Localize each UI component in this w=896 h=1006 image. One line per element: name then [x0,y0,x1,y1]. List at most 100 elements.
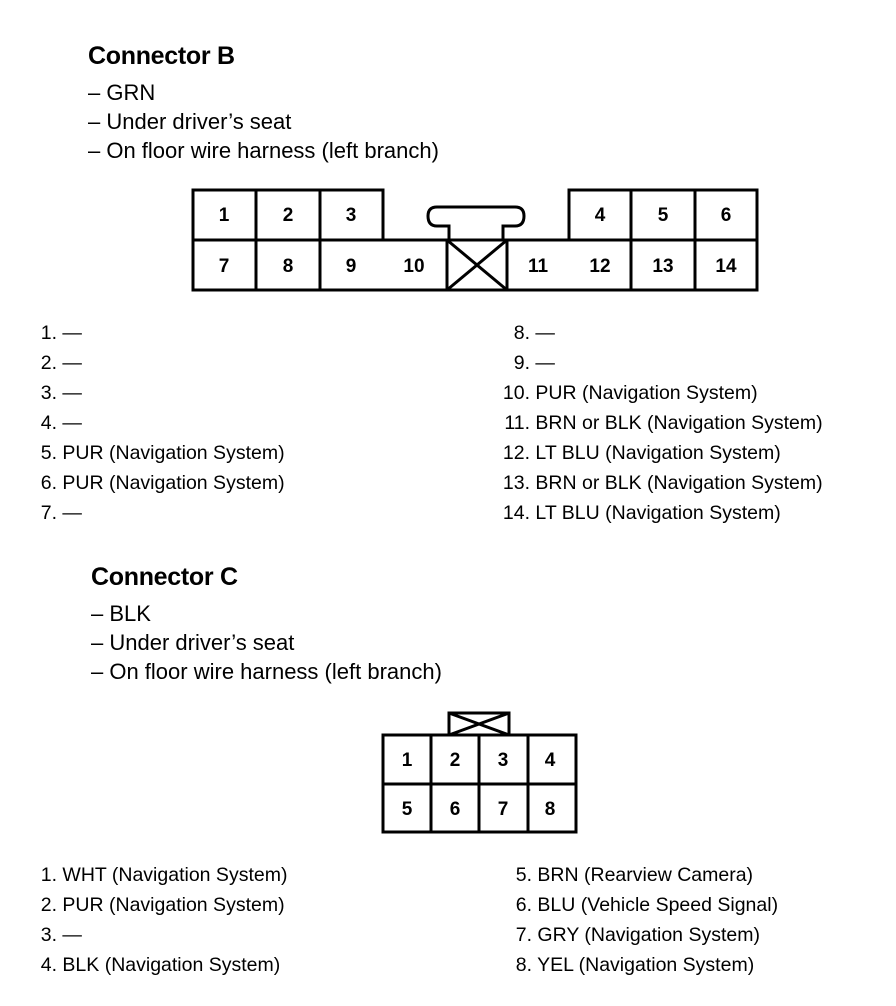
pin-number: 2. [40,894,57,916]
connector-b-cell-numbers: 1 2 3 4 5 6 7 8 9 10 11 12 13 14 [219,205,737,277]
connector-c-cell: 7 [498,799,509,820]
connector-b-cell: 12 [589,256,610,277]
pin-entry: 8. — [496,322,555,345]
pin-number: 2. [40,352,57,374]
pin-number: 12. [502,442,530,464]
connector-c-cell: 3 [498,750,509,771]
pin-entry: 7. GRY (Navigation System) [508,924,760,947]
pin-entry: 13. BRN or BLK (Navigation System) [496,472,823,495]
pin-description: WHT (Navigation System) [62,864,288,886]
connector-c-cell: 6 [450,799,461,820]
pin-description: LT BLU (Navigation System) [535,442,781,464]
connector-c-cell-numbers: 1 2 3 4 5 6 7 8 [402,750,556,820]
pin-entry: 8. YEL (Navigation System) [508,954,754,977]
pin-description: PUR (Navigation System) [62,472,285,494]
pin-description: BRN or BLK (Navigation System) [535,412,823,434]
connector-b-location: – Under driver’s seat [88,109,292,134]
pin-description: PUR (Navigation System) [535,382,758,404]
connector-b-cell: 13 [652,256,673,277]
connector-b-cell: 4 [595,205,606,226]
connector-c-cell: 8 [545,799,556,820]
pin-entry: 5. BRN (Rearview Camera) [508,864,753,887]
connector-b-cell: 5 [658,205,669,226]
pin-number: 7. [40,502,57,524]
connector-b-title: Connector B [88,42,235,70]
pin-description: — [62,382,82,404]
connector-c-color: – BLK [91,601,151,626]
connector-c-location: – Under driver’s seat [91,630,295,655]
connector-c-cell: 1 [402,750,413,771]
connector-b-cell: 2 [283,205,294,226]
pin-description: — [62,322,82,344]
pin-number: 5. [40,442,57,464]
pin-number: 1. [40,864,57,886]
pin-number: 11. [504,412,530,434]
connector-b-cell: 9 [346,256,357,277]
pin-number: 3. [40,924,57,946]
pin-entry: 10. PUR (Navigation System) [496,382,758,405]
pin-number: 13. [502,472,530,494]
pin-number: 6. [515,894,532,916]
pin-description: — [535,322,555,344]
pin-description: BRN or BLK (Navigation System) [535,472,823,494]
connector-b-cell: 14 [715,256,737,277]
connector-b-diagram [191,188,759,292]
connector-b-lock-tab [426,205,526,240]
connector-b-harness: – On floor wire harness (left branch) [88,138,439,163]
pin-number: 1. [40,322,57,344]
pin-entry: 11. BRN or BLK (Navigation System) [496,412,823,435]
pin-number: 5. [515,864,532,886]
pin-number: 7. [515,924,532,946]
pin-entry: 1. — [33,322,82,345]
pin-description: BLK (Navigation System) [62,954,281,976]
pin-entry: 3. — [33,924,82,947]
pin-entry: 7. — [33,502,82,525]
connector-b-cell: 10 [403,256,424,277]
pin-number: 10. [502,382,530,404]
connector-c-cell: 2 [450,750,461,771]
connector-b-cell: 1 [219,205,230,226]
connector-b-cell: 11 [528,256,549,277]
pin-number: 4. [40,954,57,976]
pin-number: 8. [515,954,532,976]
pin-description: — [62,352,82,374]
pin-number: 3. [40,382,57,404]
pin-description: BRN (Rearview Camera) [537,864,754,886]
pin-description: BLU (Vehicle Speed Signal) [537,894,779,916]
connector-b-cell: 6 [721,205,732,226]
pin-entry: 2. — [33,352,82,375]
pin-entry: 6. BLU (Vehicle Speed Signal) [508,894,778,917]
pin-entry: 2. PUR (Navigation System) [33,894,285,917]
connector-b-cell: 7 [219,256,230,277]
pin-entry: 14. LT BLU (Navigation System) [496,502,781,525]
pin-description: — [62,924,82,946]
pin-entry: 6. PUR (Navigation System) [33,472,285,495]
pin-description: PUR (Navigation System) [62,442,285,464]
connector-b-color: – GRN [88,80,156,105]
connector-c-title: Connector C [91,563,238,591]
connector-c-diagram [381,711,578,834]
pin-number: 9. [513,352,530,374]
connector-c-harness: – On floor wire harness (left branch) [91,659,442,684]
pin-description: YEL (Navigation System) [537,954,755,976]
pin-description: — [62,502,82,524]
pin-entry: 12. LT BLU (Navigation System) [496,442,781,465]
connector-c-lock-tab [447,711,511,737]
pin-description: LT BLU (Navigation System) [535,502,781,524]
pin-entry: 4. — [33,412,82,435]
pin-entry: 4. BLK (Navigation System) [33,954,281,977]
pin-number: 4. [40,412,57,434]
pin-number: 8. [513,322,530,344]
connector-c-cell: 4 [545,750,556,771]
pin-entry: 1. WHT (Navigation System) [33,864,288,887]
pin-number: 6. [40,472,57,494]
pin-description: — [62,412,82,434]
pin-description: PUR (Navigation System) [62,894,285,916]
pin-description: GRY (Navigation System) [537,924,760,946]
pin-entry: 9. — [496,352,555,375]
connector-b-cell: 8 [283,256,294,277]
connector-b-outline [191,188,759,292]
pin-entry: 3. — [33,382,82,405]
pin-description: — [535,352,555,374]
